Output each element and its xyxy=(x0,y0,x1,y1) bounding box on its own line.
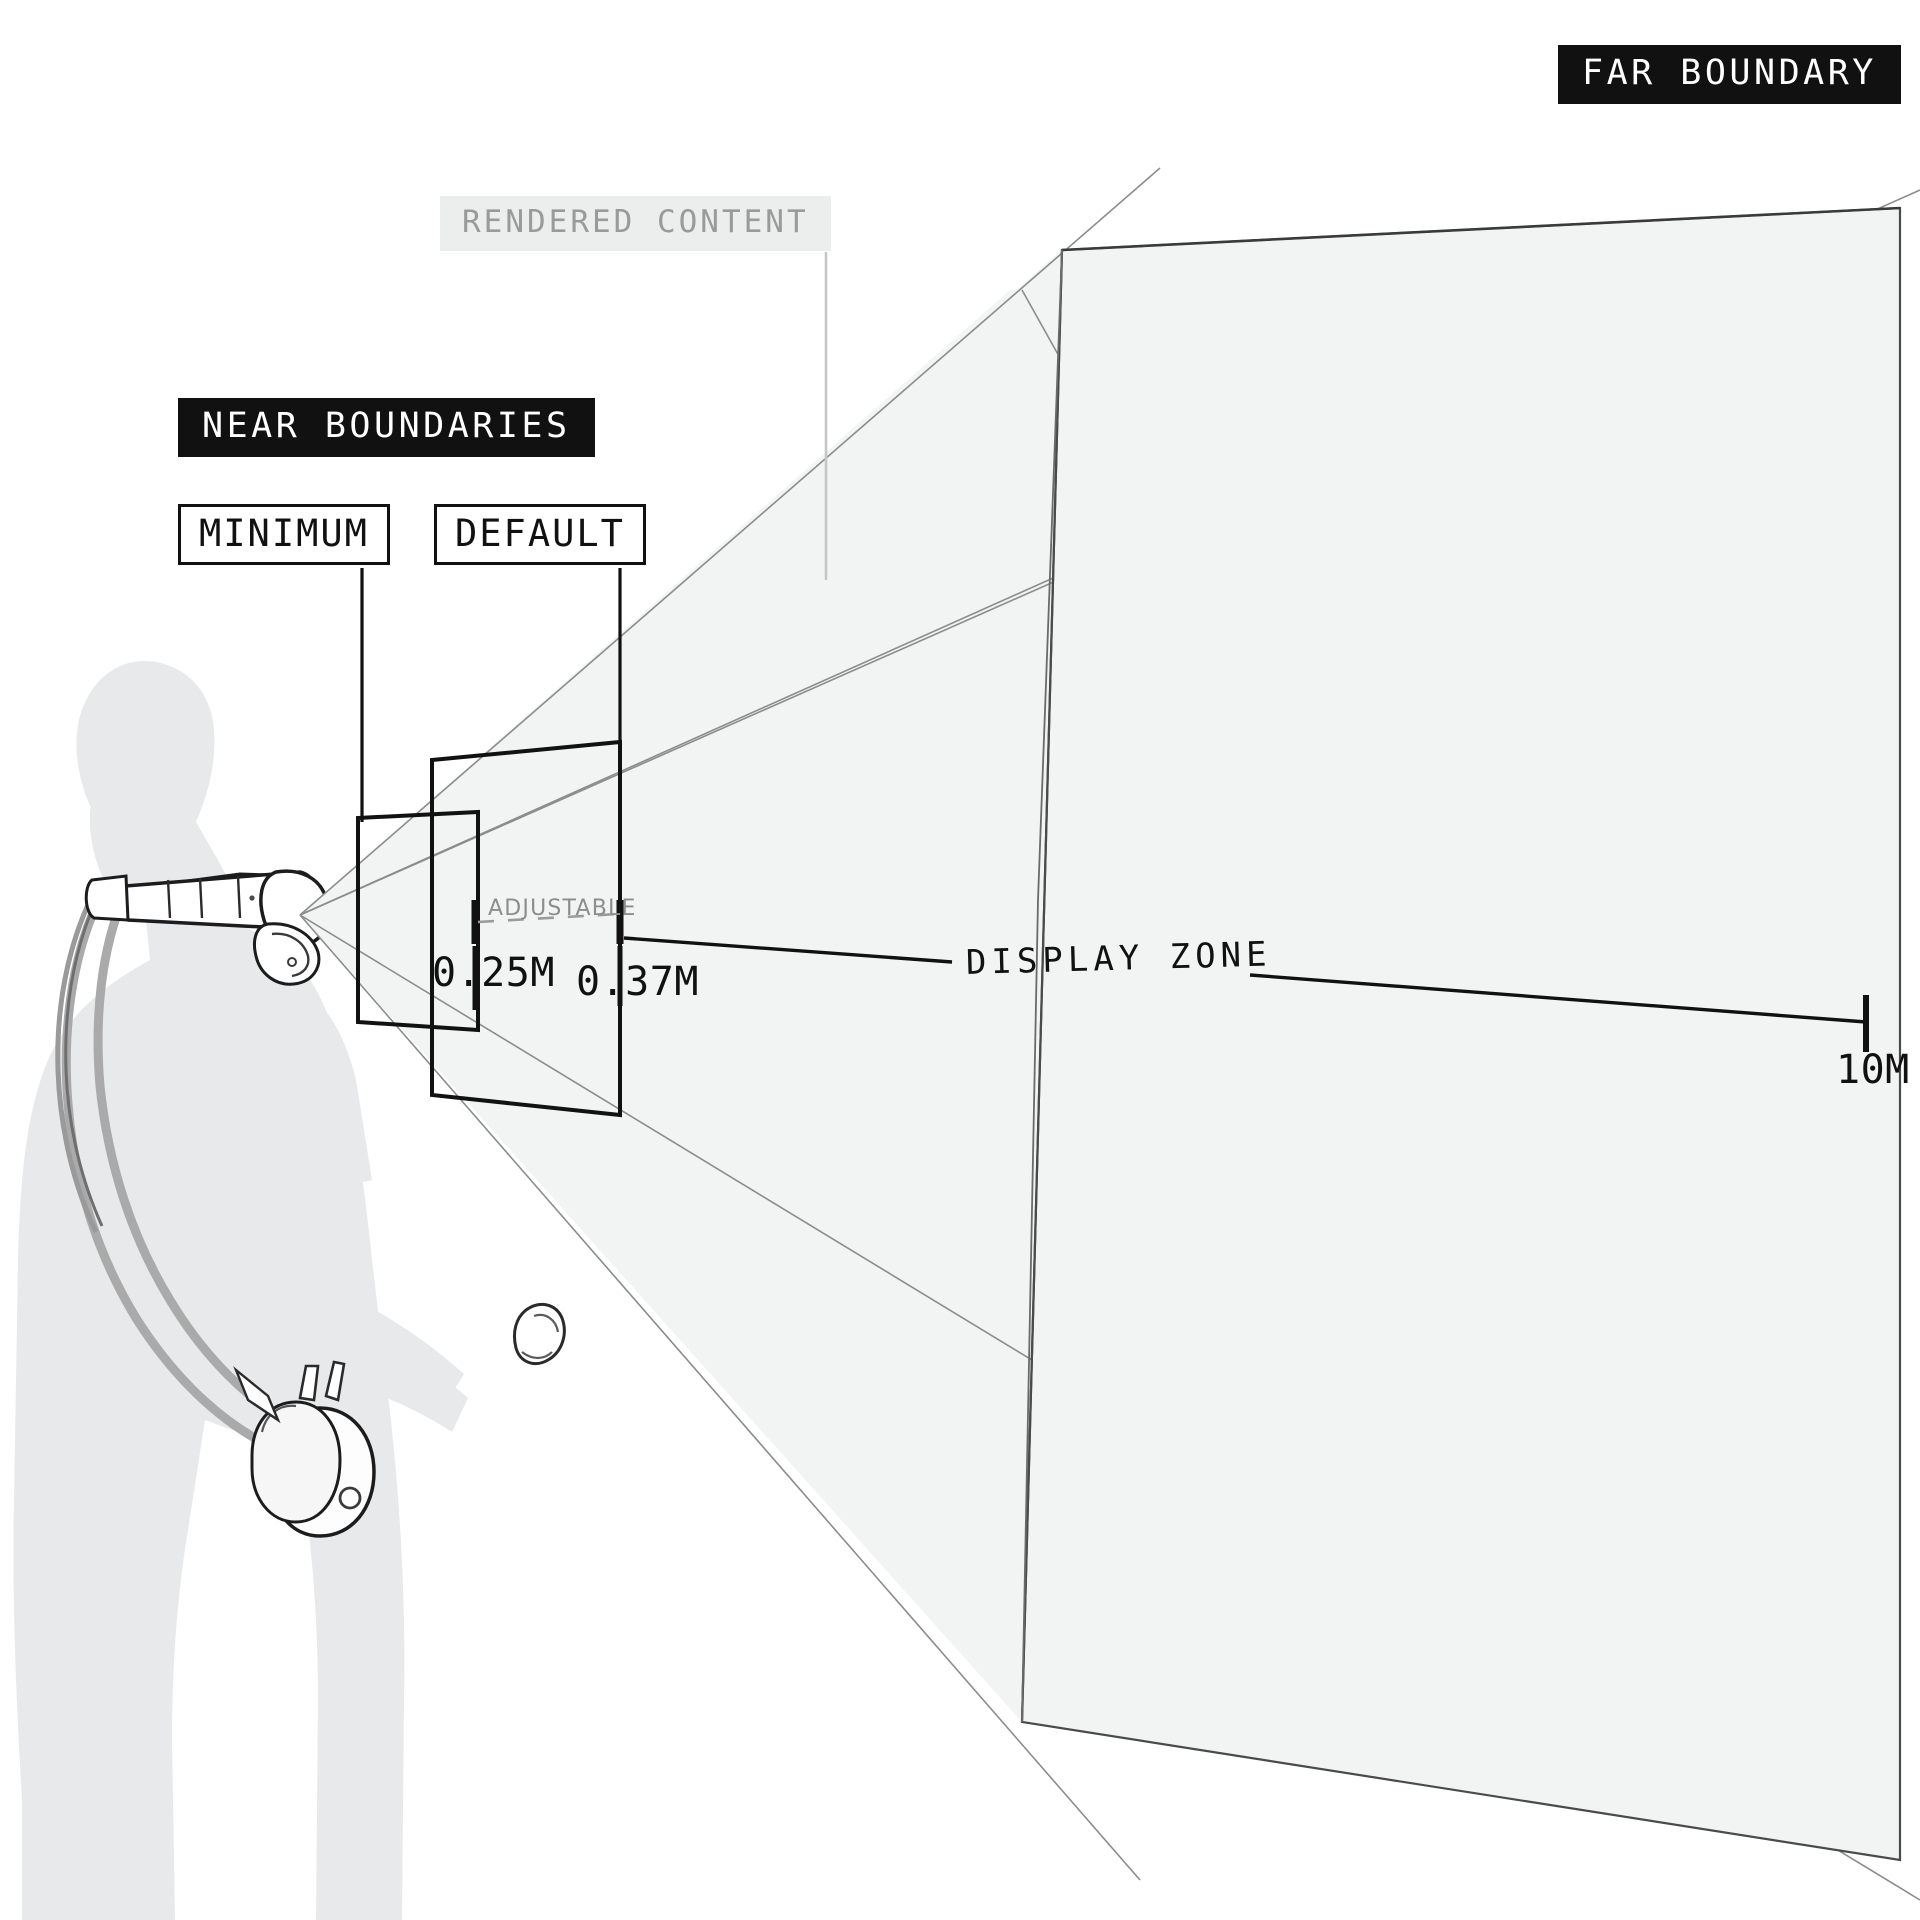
near-boundaries-tag: NEAR BOUNDARIES xyxy=(178,398,595,457)
minimum-near-plane xyxy=(356,809,480,1033)
default-near-plane xyxy=(430,739,622,1118)
person-silhouette xyxy=(13,660,468,1920)
adjustable-label: ADJUSTABLE xyxy=(488,896,637,921)
compute-puck xyxy=(233,1360,376,1538)
headset-cable xyxy=(55,894,99,1234)
adjustable-indicator xyxy=(471,900,624,944)
hand-controller xyxy=(512,1302,566,1365)
near-dimension-ticks xyxy=(472,946,623,1010)
content-plane-edge xyxy=(1021,249,1063,1723)
rendered-content-tag: RENDERED CONTENT xyxy=(440,196,831,251)
display-zone-label: DISPLAY ZONE xyxy=(965,934,1273,983)
tag-leader-lines xyxy=(360,568,622,822)
display-zone-dimension xyxy=(623,936,1869,1052)
minimum-tag: MINIMUM xyxy=(178,504,390,565)
far-distance-value: 10M xyxy=(1836,1047,1910,1093)
minimum-distance-value: 0.25M xyxy=(432,950,555,996)
far-boundary-tag: FAR BOUNDARY xyxy=(1558,45,1901,104)
default-tag: DEFAULT xyxy=(434,504,646,565)
far-boundary-plane xyxy=(1020,206,1902,1862)
headset-cable-outline xyxy=(64,899,104,1227)
default-distance-value: 0.37M xyxy=(576,959,699,1005)
